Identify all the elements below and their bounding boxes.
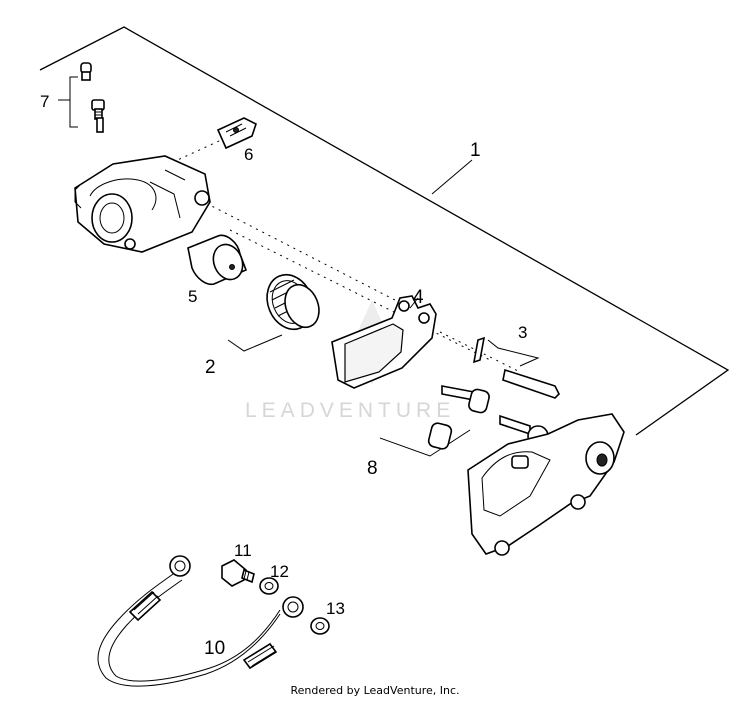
brake-hose-part-10[interactable]: [97, 555, 304, 687]
piston-seals-part-2[interactable]: [227, 268, 325, 352]
callout-8: 8: [367, 458, 378, 479]
leader-lines: [409, 159, 473, 309]
washer-part-13[interactable]: [310, 617, 330, 635]
callout-3: 3: [518, 323, 527, 342]
pad-spring-part-6[interactable]: [216, 117, 257, 150]
footer-credit: Rendered by LeadVenture, Inc.: [290, 684, 460, 697]
pad-pin-part-3[interactable]: [472, 336, 560, 399]
caliper-body[interactable]: [74, 155, 211, 253]
brake-pads-part-4[interactable]: [331, 295, 437, 389]
callout-6: 6: [244, 145, 253, 164]
callout-1: 1: [470, 140, 481, 161]
alignment-guides: [159, 135, 521, 373]
slide-pins-part-8[interactable]: [379, 385, 549, 457]
washer-part-12[interactable]: [259, 577, 279, 595]
callout-5: 5: [188, 287, 197, 306]
assembly-bracket-line: [39, 26, 730, 436]
callout-labels: 1 2 3 4 5 6 7 8 10 11 12 13: [40, 92, 527, 659]
callout-13: 13: [326, 599, 345, 618]
caliper-bracket[interactable]: [467, 413, 625, 556]
callout-2: 2: [205, 357, 216, 378]
piston-part-5[interactable]: [187, 234, 248, 286]
callout-7: 7: [40, 92, 49, 111]
banjo-bolt-part-11[interactable]: [221, 559, 255, 587]
callout-10: 10: [204, 638, 225, 659]
callout-11: 11: [234, 541, 252, 560]
callout-4: 4: [413, 287, 424, 308]
callout-12: 12: [270, 562, 289, 581]
watermark-text: LEADVENTURE: [245, 399, 455, 422]
bleeder-screws-part-7[interactable]: [58, 62, 105, 133]
